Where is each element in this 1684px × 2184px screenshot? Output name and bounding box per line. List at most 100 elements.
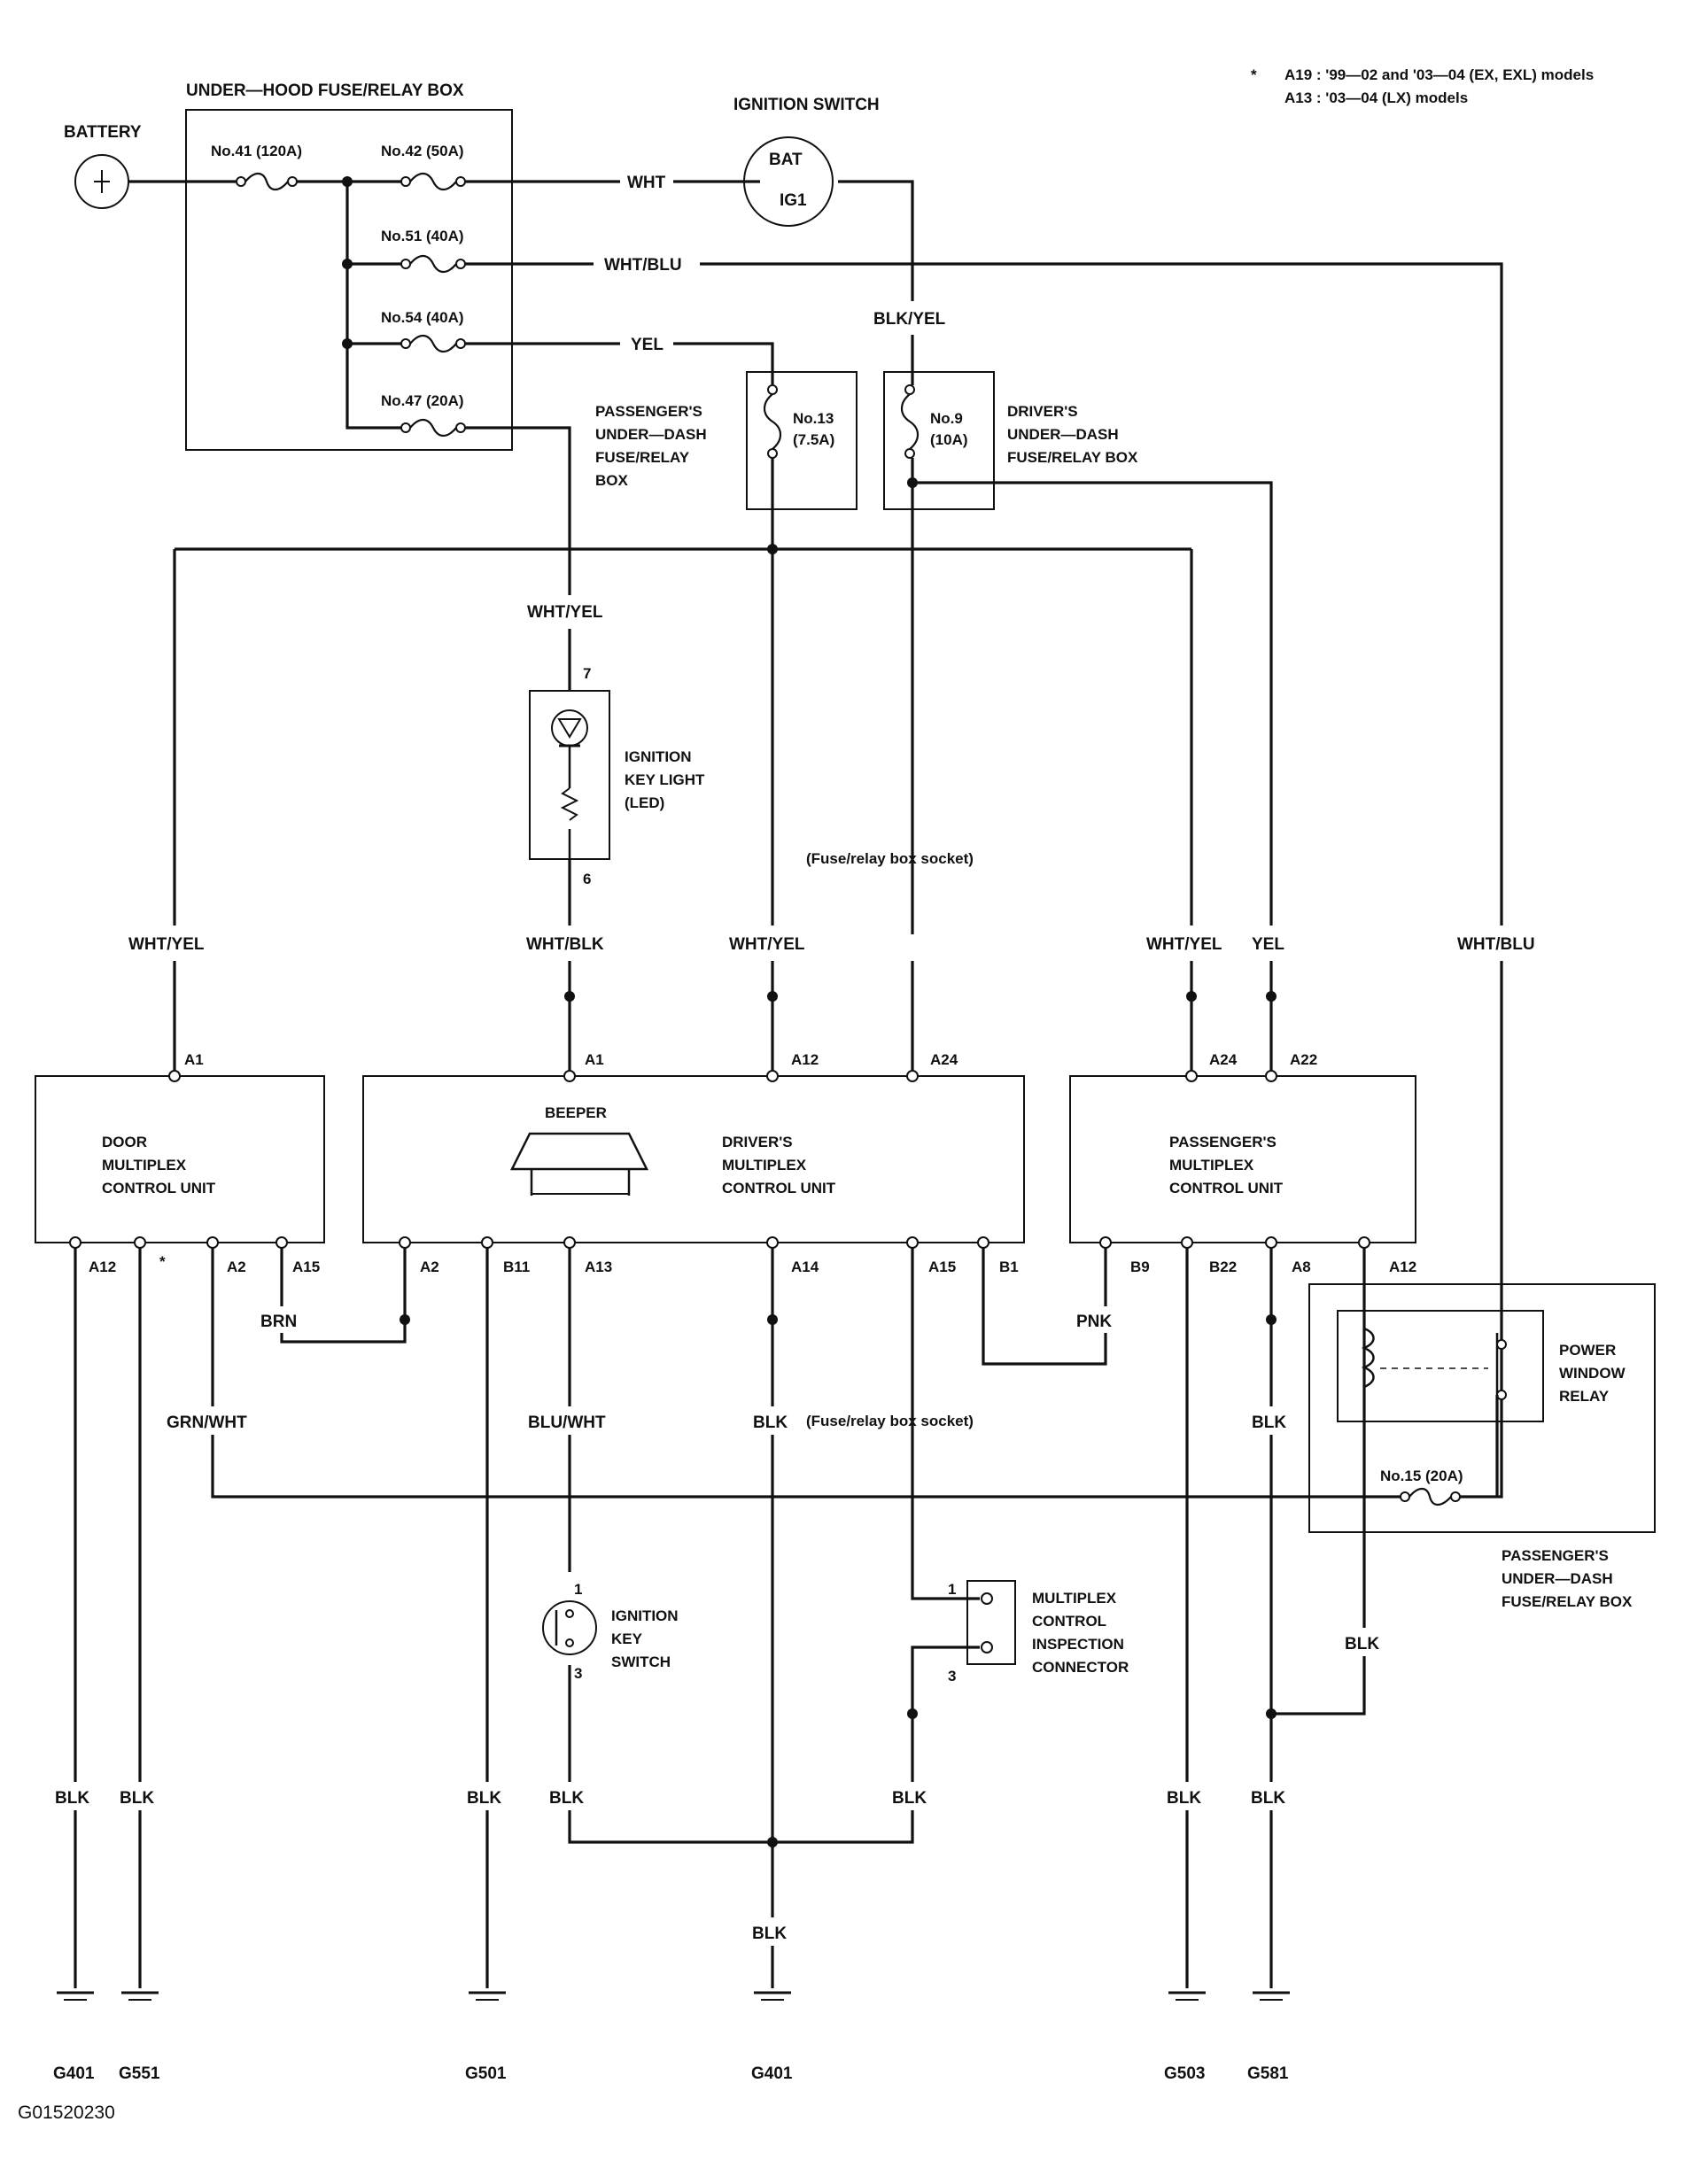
fuse-no9-rating: (10A) — [930, 431, 968, 448]
passenger-pin-a8: A8 — [1292, 1259, 1311, 1275]
footnote-line-1: A19 : '99—02 and '03—04 (EX, EXL) models — [1284, 66, 1594, 83]
wire-blu-wht: BLU/WHT — [528, 1413, 606, 1432]
ground-g401-left: G401 — [53, 2064, 95, 2083]
lower-wiring — [74, 1248, 1499, 1988]
ignition-switch: IGNITION SWITCH BAT IG1 — [733, 96, 880, 227]
driver-pin-a2: A2 — [420, 1259, 439, 1275]
wire-blk-g581: BLK — [1251, 1789, 1285, 1808]
fuse-no15-label: No.15 (20A) — [1380, 1468, 1463, 1484]
inspection-title-3: INSPECTION — [1032, 1636, 1124, 1653]
driver-pin-a15: A15 — [928, 1259, 956, 1275]
key-switch-title-2: KEY — [611, 1630, 643, 1647]
fuse-no41-label: No.41 (120A) — [211, 143, 302, 159]
wire-blk-keysw: BLK — [549, 1789, 584, 1808]
driver-unit-title-1: DRIVER'S — [722, 1134, 793, 1150]
driver-pin-a14: A14 — [791, 1259, 819, 1275]
key-switch-title-1: IGNITION — [611, 1607, 679, 1624]
door-unit-title-1: DOOR — [102, 1134, 147, 1150]
inspection-title-2: CONTROL — [1032, 1613, 1106, 1630]
ground-icon — [1168, 1991, 1206, 2001]
underhood-box-title: UNDER—HOOD FUSE/RELAY BOX — [186, 81, 464, 100]
battery: BATTERY — [64, 123, 142, 209]
driver-pin-b1: B1 — [999, 1259, 1019, 1275]
underhood-box-outline — [185, 109, 513, 451]
fuse-no13-symbol — [763, 393, 782, 450]
fuse-no15-symbol — [1409, 1487, 1452, 1506]
relay-box-title-2: UNDER—DASH — [1502, 1570, 1613, 1587]
key-light-pin-7: 7 — [583, 665, 591, 682]
passenger-unit-title-1: PASSENGER'S — [1169, 1134, 1277, 1150]
driver-pin-b11: B11 — [503, 1259, 530, 1275]
fuse-no13-label: No.13 — [793, 410, 834, 427]
fuse-symbols — [236, 172, 1461, 1506]
relay-title-1: POWER — [1559, 1342, 1616, 1359]
ground-icon — [57, 1991, 94, 2001]
passenger-pin-b22: B22 — [1209, 1259, 1237, 1275]
passenger-box-title-3: FUSE/RELAY — [595, 449, 690, 466]
socket-note-2: (Fuse/relay box socket) — [806, 1413, 974, 1429]
wire-blk-yel: BLK/YEL — [873, 310, 946, 329]
drivers-multiplex-control-unit: BEEPER DRIVER'S MULTIPLEX CONTROL UNIT A… — [362, 1051, 1025, 1275]
key-light-title-3: (LED) — [625, 794, 664, 811]
beeper-label: BEEPER — [545, 1104, 607, 1121]
fuse-no42-symbol — [409, 172, 457, 191]
wire-blk-g551: BLK — [120, 1789, 154, 1808]
passenger-box-title-1: PASSENGER'S — [595, 403, 702, 420]
door-pin-a1: A1 — [184, 1051, 204, 1068]
passenger-pin-a12: A12 — [1389, 1259, 1416, 1275]
image-code: G01520230 — [18, 2103, 115, 2123]
ground-icon — [469, 1991, 506, 2001]
driver-box-title-2: UNDER—DASH — [1007, 426, 1119, 443]
door-pin-a12: A12 — [89, 1259, 116, 1275]
passenger-box-outline — [746, 371, 858, 510]
ground-icon — [121, 1991, 159, 2001]
driver-box-title-1: DRIVER'S — [1007, 403, 1078, 420]
driver-pin-a24: A24 — [930, 1051, 958, 1068]
wire-blk-g401c: BLK — [752, 1925, 787, 1943]
passenger-pin-a22: A22 — [1290, 1051, 1317, 1068]
wire-blk-a8: BLK — [1252, 1413, 1286, 1432]
passenger-unit-title-2: MULTIPLEX — [1169, 1157, 1254, 1173]
passenger-box-title-2: UNDER—DASH — [595, 426, 707, 443]
door-pin-star: * — [159, 1253, 166, 1270]
wire-pnk: PNK — [1076, 1313, 1112, 1331]
wire-blk-g501: BLK — [467, 1789, 501, 1808]
fuse-no51-label: No.51 (40A) — [381, 228, 464, 244]
wire-blk-a14: BLK — [753, 1413, 788, 1432]
key-switch-symbol — [542, 1600, 597, 1655]
top-splices — [342, 176, 918, 554]
fuse-no42-label: No.42 (50A) — [381, 143, 464, 159]
passenger-unit-title-3: CONTROL UNIT — [1169, 1180, 1284, 1197]
wire-wht-yel-left: WHT/YEL — [128, 935, 205, 954]
driver-underdash-fuse-box: No.9 (10A) DRIVER'S UNDER—DASH FUSE/RELA… — [883, 371, 1138, 510]
relay-box-title-1: PASSENGER'S — [1502, 1547, 1609, 1564]
wire-blk-a12r: BLK — [1345, 1635, 1379, 1653]
fuse-no9-symbol — [900, 393, 920, 450]
door-multiplex-control-unit: DOOR MULTIPLEX CONTROL UNIT A1 A12 * A2 … — [35, 1051, 325, 1275]
driver-unit-outline — [362, 1075, 1025, 1243]
relay-title-3: RELAY — [1559, 1388, 1610, 1405]
passengers-multiplex-control-unit: PASSENGER'S MULTIPLEX CONTROL UNIT A24 A… — [1069, 1051, 1416, 1275]
relay-box-outline — [1308, 1283, 1656, 1533]
wire-wht-blk: WHT/BLK — [526, 935, 604, 954]
passenger-unit-outline — [1069, 1075, 1416, 1243]
key-switch-pin-3: 3 — [574, 1665, 582, 1682]
socket-note-1: (Fuse/relay box socket) — [806, 850, 974, 867]
wire-labels: WHT WHT/BLU YEL BLK/YEL WHT/YEL WHT/YEL … — [51, 168, 1550, 1946]
lower-splices — [400, 1314, 1277, 1847]
fuse-no54-symbol — [409, 334, 457, 353]
ignition-key-light: 7 6 IGNITION KEY LIGHT (LED) — [529, 665, 705, 887]
driver-pin-a12: A12 — [791, 1051, 819, 1068]
beeper-icon — [509, 1132, 649, 1171]
door-pin-a15: A15 — [292, 1259, 320, 1275]
ignition-switch-ig1: IG1 — [780, 191, 807, 210]
wire-wht-blu-right: WHT/BLU — [1457, 935, 1535, 954]
fuse-no9-label: No.9 — [930, 410, 963, 427]
wire-wht-blu-top: WHT/BLU — [604, 256, 682, 275]
door-unit-title-3: CONTROL UNIT — [102, 1180, 216, 1197]
driver-unit-title-3: CONTROL UNIT — [722, 1180, 836, 1197]
passenger-box-title-4: BOX — [595, 472, 629, 489]
ignition-switch-bat: BAT — [769, 151, 803, 169]
inspection-pin-1: 1 — [948, 1581, 956, 1598]
key-switch-pin-1: 1 — [574, 1581, 582, 1598]
